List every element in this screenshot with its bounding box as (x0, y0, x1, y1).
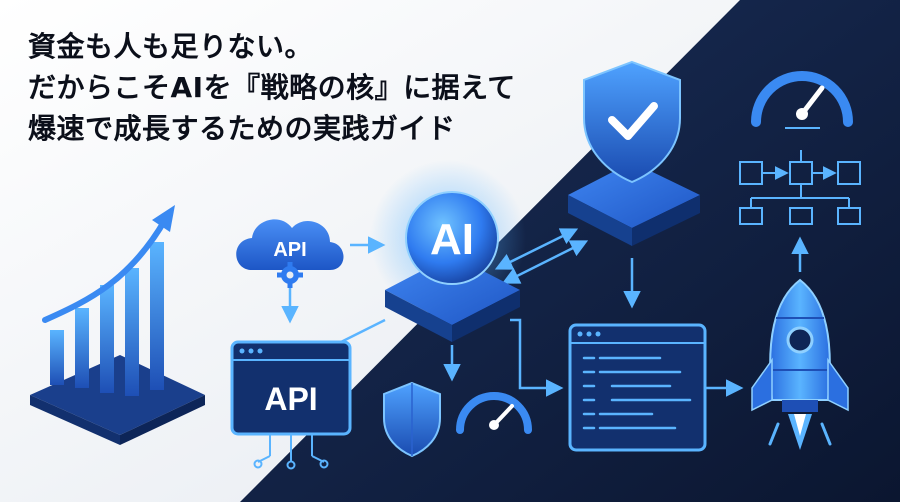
growth-chart-icon (30, 205, 205, 445)
headline-line-1: 資金も人も足りない。 (28, 30, 314, 63)
security-shield-icon (383, 381, 441, 458)
api-window-icon: API (230, 340, 352, 470)
cloud-api-label: API (273, 239, 306, 261)
checkmark-icon (608, 102, 658, 140)
security-shield-icon (568, 60, 700, 246)
ai-chip-icon: AI (370, 160, 526, 342)
code-editor-icon (568, 323, 707, 452)
rocket-icon (751, 278, 849, 450)
speedometer-icon (456, 392, 532, 434)
headline: 資金も人も足りない。 だからこそAIを『戦略の核』に据えて 爆速で成長するための… (28, 26, 516, 149)
speedometer-icon (751, 71, 853, 129)
flow-connectors (281, 228, 809, 397)
gear-icon (277, 262, 303, 288)
headline-line-3: 爆速で成長するための実践ガイド (28, 112, 456, 145)
ai-label: AI (430, 215, 474, 264)
headline-line-2: だからこそAIを『戦略の核』に据えて (28, 71, 516, 104)
api-window-label: API (264, 381, 317, 417)
workflow-diagram-icon (739, 150, 861, 225)
cloud-api-icon: API (236, 219, 344, 270)
arrow-ai-to-editor (510, 318, 564, 397)
arrow-ai-shield-bidirectional-2 (501, 240, 589, 284)
